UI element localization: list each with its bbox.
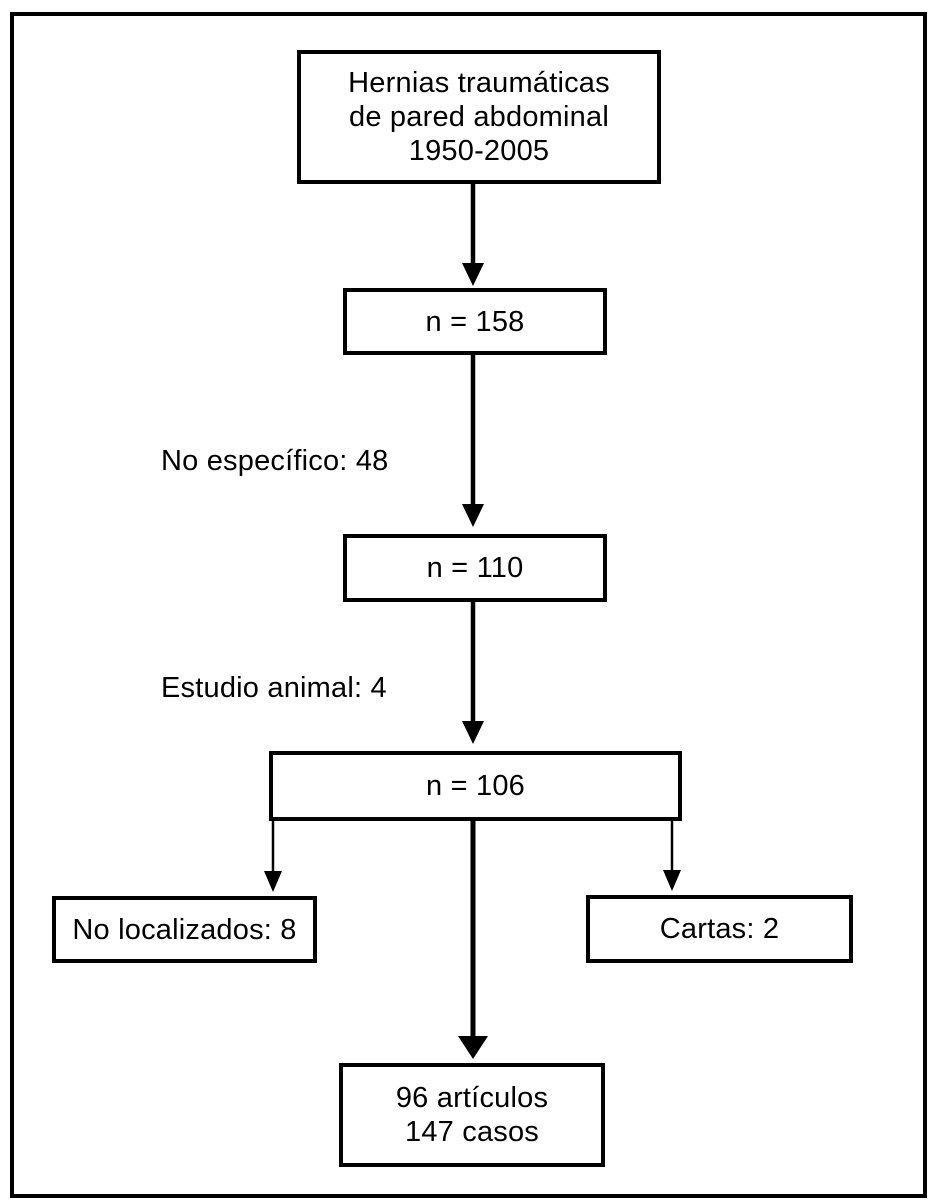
final-line-2: 147 casos xyxy=(405,1116,539,1148)
n110-label: n = 110 xyxy=(426,552,524,584)
n158-box: n = 158 xyxy=(343,288,607,355)
no-localizados-box: No localizados: 8 xyxy=(52,896,317,963)
arrow-n106-to-no-localizados-icon xyxy=(264,821,282,892)
n158-label: n = 158 xyxy=(425,305,525,338)
no-localizados-label: No localizados: 8 xyxy=(72,913,297,946)
arrow-n106-to-cartas-icon xyxy=(663,821,681,891)
n110-box: n = 110 xyxy=(343,534,607,602)
title-line-2: de pared abdominal xyxy=(349,101,609,133)
cartas-label: Cartas: 2 xyxy=(659,913,780,945)
title-line-3: 1950-2005 xyxy=(408,135,550,167)
arrow-n106-to-final-icon xyxy=(458,821,488,1059)
final-box: 96 artículos 147 casos xyxy=(339,1063,605,1167)
n106-label: n = 106 xyxy=(426,770,525,802)
figure-border xyxy=(10,12,927,1198)
estudio-animal-label: Estudio animal: 4 xyxy=(161,672,387,704)
n106-box: n = 106 xyxy=(269,751,682,821)
arrow-title-to-n158-icon xyxy=(462,184,484,286)
no-especifico-label: No específico: 48 xyxy=(161,445,389,477)
arrow-n158-to-n110-icon xyxy=(462,355,484,527)
title-line-1: Hernias traumáticas xyxy=(348,67,610,99)
final-line-1: 96 artículos xyxy=(395,1082,549,1114)
arrow-n110-to-n106-icon xyxy=(462,602,484,744)
title-box: Hernias traumáticas de pared abdominal 1… xyxy=(297,50,661,184)
cartas-box: Cartas: 2 xyxy=(586,895,853,963)
